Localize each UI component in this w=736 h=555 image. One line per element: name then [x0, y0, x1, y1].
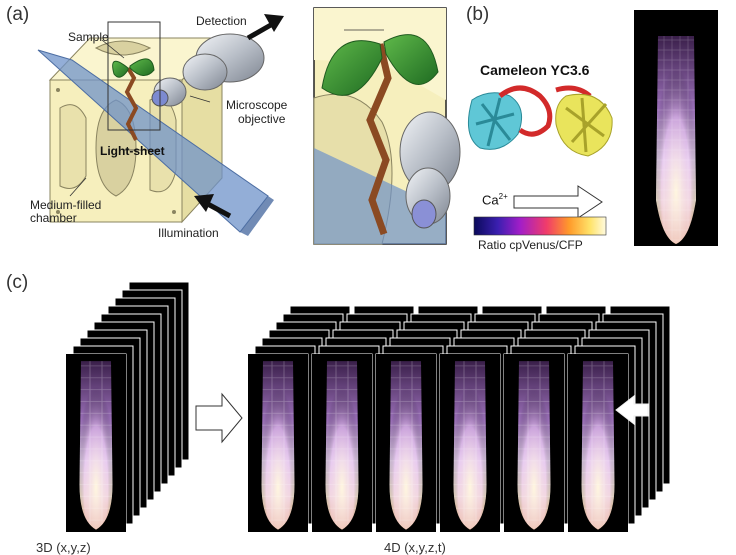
label-medium-1: Medium-filled	[30, 198, 102, 212]
panel-a-label: (a)	[6, 4, 30, 25]
light-sheet-beam	[37, 49, 274, 236]
label-microscope-2: objective	[238, 112, 286, 126]
root-image	[66, 354, 126, 532]
root-image	[312, 354, 372, 532]
illumination-arrow-icon	[194, 194, 232, 219]
root-image	[248, 354, 308, 532]
label-4d: 4D (x,y,z,t)	[384, 540, 446, 555]
colorbar-label: Ratio cpVenus/CFP	[478, 238, 583, 252]
highlight-arrow-icon	[615, 394, 649, 426]
stack-4d	[247, 305, 671, 533]
root-image	[440, 354, 500, 532]
sample-box	[107, 21, 161, 131]
label-light-sheet: Light-sheet	[100, 144, 165, 158]
ca-arrow-icon	[513, 185, 603, 219]
protein-structure-icon	[467, 85, 613, 157]
ratio-colorbar	[473, 216, 607, 236]
panel-c-label: (c)	[6, 272, 29, 293]
label-illumination: Illumination	[158, 226, 219, 240]
label-medium-2: chamber	[30, 211, 77, 225]
stack-3d	[65, 281, 190, 533]
root-image	[504, 354, 564, 532]
root-image	[376, 354, 436, 532]
detection-arrow-icon	[246, 14, 284, 41]
label-sample: Sample	[68, 30, 109, 44]
ca-label: Ca2+	[482, 192, 508, 208]
root-image	[568, 354, 628, 532]
zoom-inset	[313, 7, 461, 245]
label-detection: Detection	[196, 14, 247, 28]
panel-b-label: (b)	[466, 4, 490, 25]
label-3d: 3D (x,y,z)	[36, 540, 91, 555]
protein-title: Cameleon YC3.6	[480, 62, 590, 78]
plant-sample-icon	[112, 58, 155, 141]
stack-arrow-icon	[195, 392, 243, 444]
root-image-b	[634, 10, 718, 246]
label-microscope-1: Microscope	[226, 98, 288, 112]
